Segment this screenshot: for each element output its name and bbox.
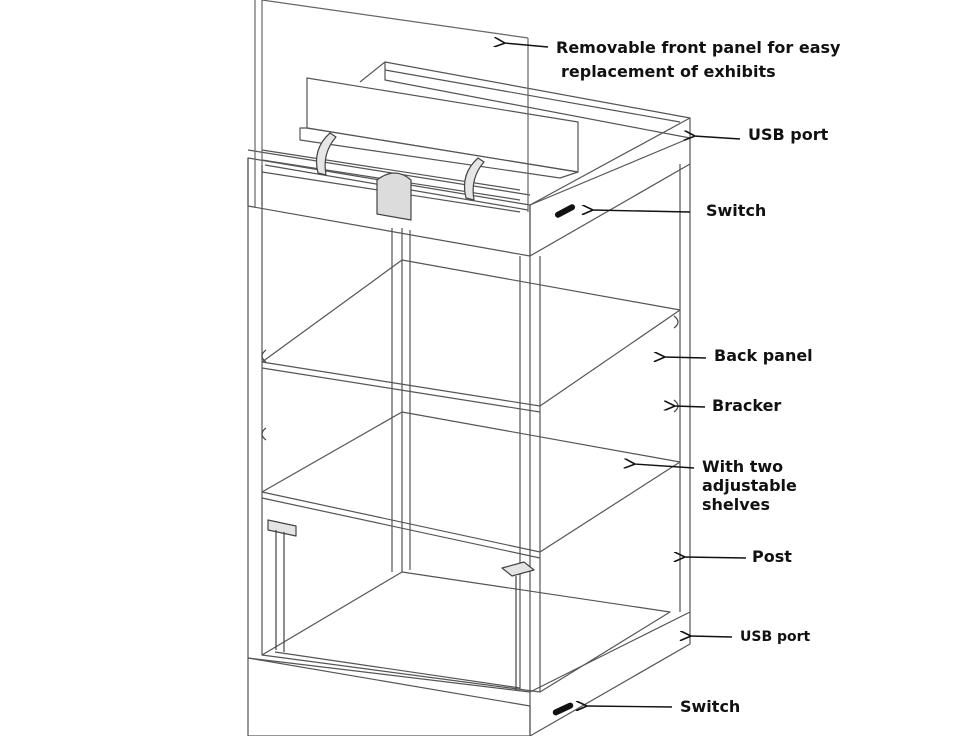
label-front-panel-line1: Removable front panel for easy bbox=[556, 38, 841, 57]
back-right-post bbox=[679, 164, 691, 612]
label-usb-bottom: USB port bbox=[740, 629, 811, 645]
label-bracker: Bracker bbox=[712, 396, 782, 415]
label-post: Post bbox=[752, 547, 792, 566]
label-shelves-line1: With two bbox=[702, 457, 784, 476]
shelf-lower bbox=[261, 411, 681, 559]
label-shelves-line3: shelves bbox=[702, 495, 771, 514]
case-floor bbox=[261, 571, 671, 693]
arrow-front-panel bbox=[504, 43, 549, 47]
label-front-panel-line2: replacement of exhibits bbox=[561, 62, 776, 81]
label-back-panel: Back panel bbox=[714, 346, 813, 365]
corner-post bbox=[519, 256, 541, 692]
arrow-usb-bottom bbox=[690, 636, 733, 637]
light-hooks bbox=[315, 132, 485, 221]
arrow-back-panel bbox=[664, 357, 707, 358]
arrow-switch-bottom bbox=[586, 706, 673, 707]
left-front-post bbox=[247, 158, 263, 658]
post-brackets bbox=[267, 519, 535, 690]
back-center-post bbox=[391, 228, 411, 572]
switch-top-slot bbox=[554, 204, 576, 218]
top-right-band bbox=[529, 117, 691, 257]
arrow-switch-top bbox=[592, 210, 691, 212]
arrow-shelves bbox=[634, 464, 695, 468]
label-usb-top: USB port bbox=[748, 125, 829, 144]
switch-bottom-slot bbox=[552, 702, 574, 716]
case-base bbox=[247, 611, 691, 736]
arrow-usb-top bbox=[694, 136, 741, 139]
label-switch-bottom: Switch bbox=[680, 697, 741, 716]
light-board bbox=[261, 77, 579, 213]
label-shelves-line2: adjustable bbox=[702, 476, 797, 495]
arrow-post bbox=[684, 557, 747, 558]
shelf-upper bbox=[261, 259, 681, 413]
arrow-bracker bbox=[674, 406, 706, 407]
label-switch-top: Switch bbox=[706, 201, 767, 220]
